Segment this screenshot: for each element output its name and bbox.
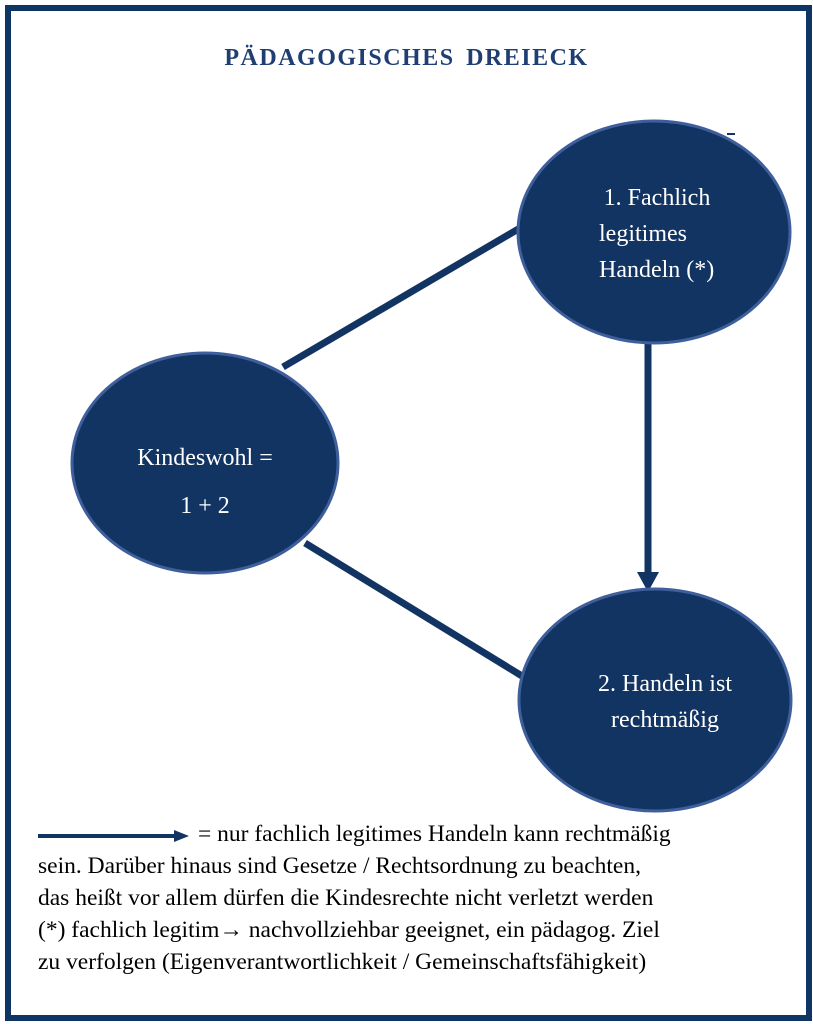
node-fachlich-label: 1. Fachlich legitimes Handeln (*) — [542, 180, 772, 288]
legend-arrow-icon — [38, 829, 189, 842]
edge-arrowhead — [637, 572, 659, 592]
node-kindeswohl-label: Kindeswohl = 1 + 2 — [95, 440, 315, 524]
node-kindeswohl-line2: 1 + 2 — [180, 493, 230, 519]
node-fachlich-line2: legitimes — [599, 221, 687, 247]
node-fachlich-line3: Handeln (*) — [599, 257, 715, 283]
node-fachlich-line1: 1. Fachlich — [603, 185, 711, 211]
legend-line-2: sein. Darüber hinaus sind Gesetze / Rech… — [38, 853, 641, 879]
legend-line-1: = nur fachlich legitimes Handeln kann re… — [38, 818, 798, 850]
legend-line-4: (*) fachlich legitim→ nachvollziehbar ge… — [38, 917, 660, 943]
node-handeln-line1: 2. Handeln ist — [598, 671, 732, 697]
node-kindeswohl — [70, 351, 340, 575]
legend-line-3: das heißt vor allem dürfen die Kindesrec… — [38, 885, 654, 911]
edge-kindeswohl-fachlich — [281, 224, 522, 371]
node-handeln-line2: rechtmäßig — [611, 707, 719, 733]
legend-line-5: zu verfolgen (Eigenverantwortlichkeit / … — [38, 949, 647, 975]
node-handeln-label: 2. Handeln ist rechtmäßig — [545, 666, 785, 738]
node-handeln-rechtmaessig — [517, 587, 793, 813]
edge-kindeswohl-handeln — [303, 540, 524, 679]
legend-text: = nur fachlich legitimes Handeln kann re… — [38, 818, 798, 978]
node-kindeswohl-line1: Kindeswohl = — [137, 445, 273, 471]
node-fachlich-legitimes-handeln — [516, 119, 792, 345]
legend-line-1-text: = nur fachlich legitimes Handeln kann re… — [198, 821, 671, 847]
diagram-title: PÄDAGOGISCHES DREIECK — [224, 45, 589, 71]
